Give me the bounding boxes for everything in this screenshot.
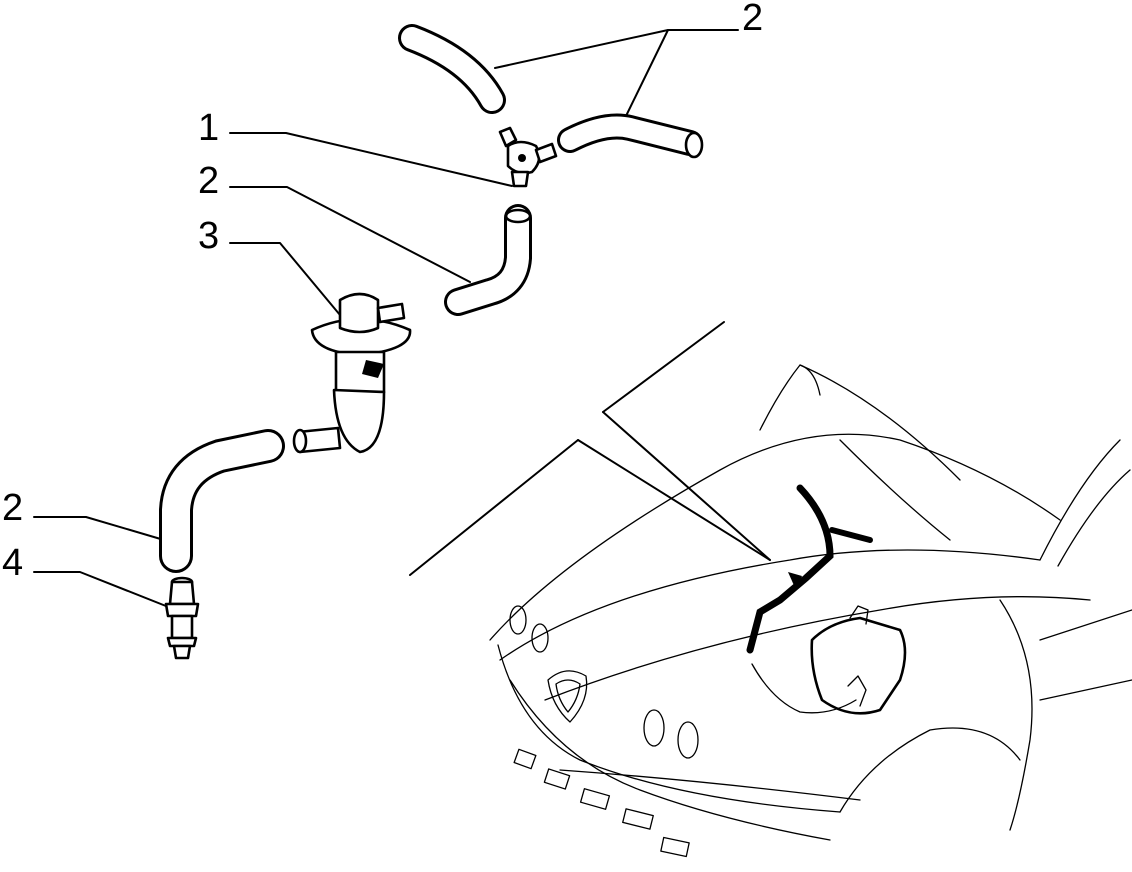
leader-2-top-b [625,29,669,117]
hose-lower-left [159,429,285,573]
three-way-connector [498,126,558,188]
callout-label-3: 3 [198,215,219,257]
callout-label-4: 4 [2,542,23,584]
callout-label-2-left: 2 [2,487,23,529]
leader-3 [229,242,341,316]
leader-2-mid [229,186,471,283]
leader-2-left [33,516,165,541]
hose-top-left [398,24,506,114]
washer-pump [292,292,412,454]
callout-label-2-mid: 2 [198,160,219,202]
callout-label-2-top: 2 [742,0,763,39]
leader-4 [33,571,177,611]
fitting-nozzle [164,576,200,660]
leader-2-top-a [494,29,739,69]
callout-label-1: 1 [198,107,219,149]
car-illustration [409,321,1132,858]
leader-1 [229,132,513,187]
hose-top-right [557,113,704,159]
leader-lines [33,29,739,611]
hose-middle [444,204,532,316]
